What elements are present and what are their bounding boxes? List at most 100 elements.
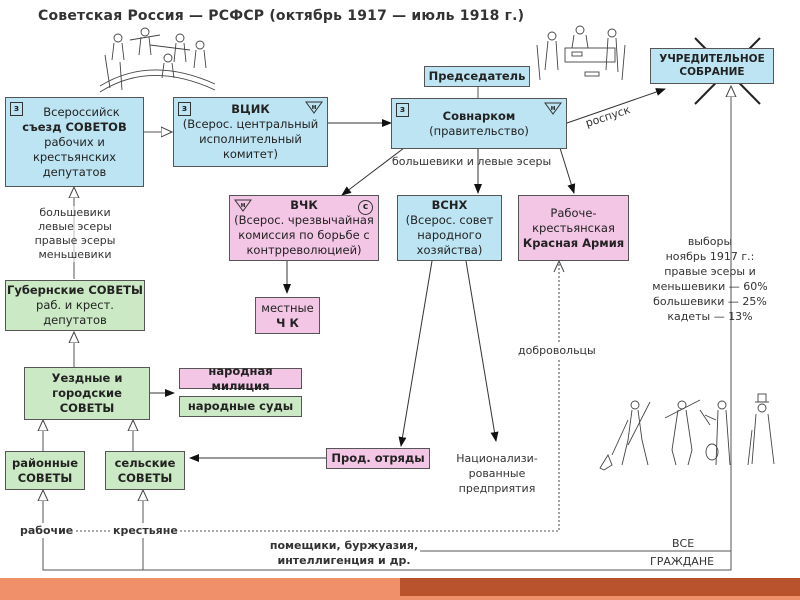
army-line3: Красная Армия [522,235,625,250]
coalition-label: большевики и левые эсеры [392,155,552,168]
others-line2: интеллигенция и др. [277,554,411,567]
vsnh-line3: народного [417,228,482,242]
vsnh-line1: ВСНХ [431,198,468,212]
box-gubernia-soviets: Губернские СОВЕТЫ раб. и крест. депутато… [5,280,145,331]
marker-z: з [178,102,191,116]
army-line2: крестьянская [532,220,615,235]
box-local-chk: местные Ч К [255,297,320,334]
gubernia-line2: раб. и крест. [36,298,114,312]
box-constituent-assembly: УЧРЕДИТЕЛЬНОЕ СОБРАНИЕ [650,48,774,84]
volunteers-label: добровольцы [518,344,596,358]
all-citizens-top: ВСЕ [672,537,695,550]
local-chk-line2: Ч К [276,315,299,330]
box-district-soviets: районные СОВЕТЫ [5,451,85,490]
vchk-line3: комиссия по борьбе с [238,228,370,242]
arrow-vsnh-foodsquads [398,260,433,447]
box-chairman: Председатель [424,66,530,87]
marker-n-triangle-icon: н [234,199,252,216]
constituent-line1: УЧРЕДИТЕЛЬНОЕ [659,53,765,65]
elections-line5: большевики — 25% [653,295,767,308]
congress-line5: депутатов [42,164,107,179]
nationalized-label: Национализи- рованные предприятия [447,451,547,496]
box-militia: народная милиция [179,364,302,393]
peasants-label: крестьяне [111,524,180,538]
all-citizens-bottom: ГРАЖДАНЕ [650,555,715,568]
box-congress-of-soviets: з Всероссийск съезд СОВЕТОВ рабочих и кр… [5,97,144,187]
sovnarkom-line2: (правительство) [429,123,529,138]
district-line1: районные [11,455,79,470]
congress-line2: съезд СОВЕТОВ [22,119,127,134]
local-chk-line1: местные [261,300,314,315]
gubernia-line3: депутатов [43,313,107,327]
militia-label: народная милиция [208,363,273,393]
marker-z: з [396,103,409,117]
chairman-label: Председатель [428,69,526,83]
workers-label: рабочие [18,524,76,538]
elections-line4: меньшевики — 60% [652,280,768,293]
vchk-line1: ВЧК [290,198,318,212]
box-uezd-soviets: Уездные и городские СОВЕТЫ [24,367,150,420]
arrow-dissolution [566,88,666,124]
party-2: левые эсеры [38,220,112,233]
box-courts: народные суды [179,396,302,417]
parties-label: большевики левые эсеры правые эсеры мень… [25,206,125,262]
constituent-line2: СОБРАНИЕ [679,66,745,78]
vchk-line4: контрреволюцией) [246,243,362,257]
footer-bar-left [0,578,400,600]
box-red-army: Рабоче- крестьянская Красная Армия [518,195,629,261]
citizens-bracket [42,537,732,571]
vtsik-line2: (Всерос. центральный [182,117,319,131]
others-label: помещики, буржуазия, интеллигенция и др. [264,538,424,568]
svg-text:н: н [312,103,317,111]
nationalized-line3: предприятия [458,482,536,495]
vsnh-line2: (Всерос. совет [405,213,494,227]
village-line2: СОВЕТЫ [117,470,173,485]
box-food-squads: Прод. отряды [326,448,430,469]
page-title: Советская Россия — РСФСР (октябрь 1917 —… [38,8,525,24]
footer-strip [0,596,800,600]
gubernia-line1: Губернские СОВЕТЫ [7,283,143,297]
congress-line1: Всероссийск [43,104,120,119]
army-line1: Рабоче- [550,205,597,220]
arrow-vsnh-nationalized [465,260,499,442]
congress-illustration [99,27,216,93]
uezd-line1: Уездные и [51,371,123,385]
elections-label: выборы ноябрь 1917 г.: правые эсеры и ме… [650,234,770,324]
party-4: меньшевики [38,248,112,261]
box-vtsik: з н ВЦИК (Всерос. центральный исполнител… [173,97,328,167]
nationalized-line1: Национализи- [456,452,538,465]
svg-text:н: н [551,104,556,112]
nationalized-line2: рованные [468,467,526,480]
vtsik-line3: исполнительный [199,132,302,146]
congress-line4: крестьянских [32,149,117,164]
uezd-line2: городские [52,386,122,400]
box-vsnh: ВСНХ (Всерос. совет народного хозяйства) [397,195,502,261]
meeting-illustration [536,25,626,81]
vsnh-line4: хозяйства) [416,243,483,257]
district-line2: СОВЕТЫ [17,470,73,485]
party-3: правые эсеры [34,234,116,247]
elections-line1: выборы [687,235,733,248]
footer-bar-right [400,578,800,600]
vtsik-line1: ВЦИК [231,102,270,116]
box-sovnarkom: з н Совнарком (правительство) [391,98,567,149]
arrow-sovnarkom-vchk [341,147,405,196]
marker-z: з [10,102,23,116]
uezd-line3: СОВЕТЫ [59,401,115,415]
arrow-sovnarkom-army [559,147,576,194]
food-squads-label: Прод. отряды [331,451,425,465]
village-line1: сельские [114,455,176,470]
vchk-line2: (Всерос. чрезвычайная [234,213,374,227]
vtsik-line4: комитет) [222,147,279,161]
elections-line3: правые эсеры и [664,265,756,278]
others-line1: помещики, буржуазия, [269,539,419,552]
box-vchk: н с ВЧК (Всерос. чрезвычайная комиссия п… [229,195,379,261]
svg-text:н: н [241,201,246,209]
elections-line6: кадеты — 13% [667,310,753,323]
sovnarkom-line1: Совнарком [442,108,516,123]
courts-label: народные суды [187,399,294,413]
congress-line3: рабочих и [44,134,105,149]
box-village-soviets: сельские СОВЕТЫ [105,451,185,490]
party-1: большевики [39,206,111,219]
citizens-illustration [599,393,775,471]
